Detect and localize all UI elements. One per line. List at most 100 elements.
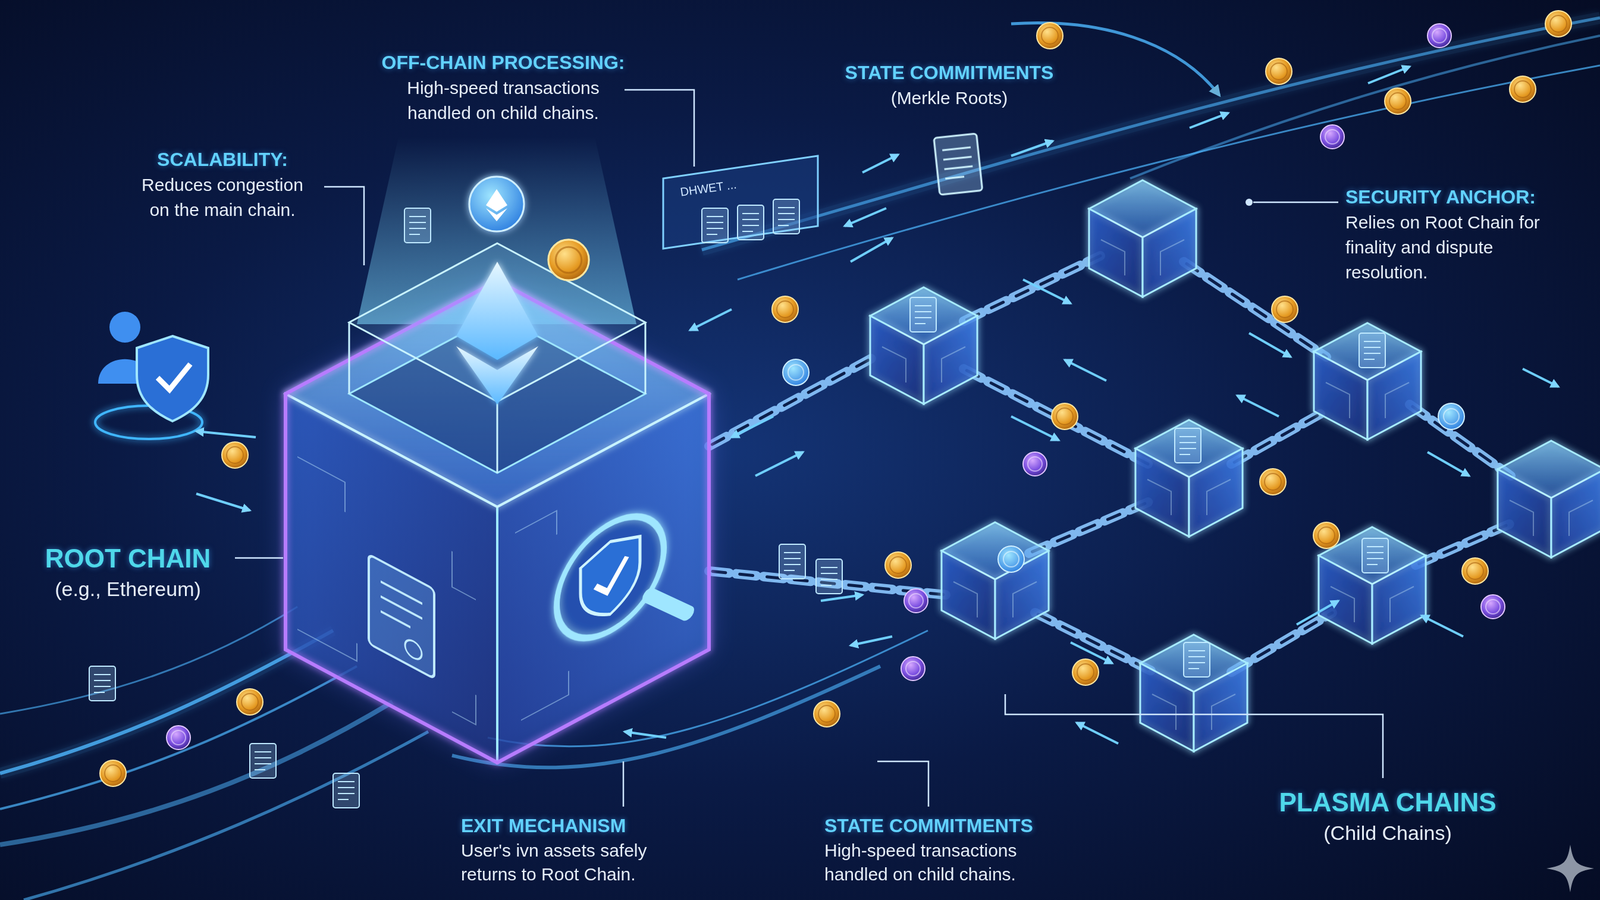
data-streams-part [0,701,393,845]
chain-links-part [1231,410,1327,464]
chain-links-part [1231,410,1327,464]
coins-part [1481,594,1505,619]
chain-subtitle: (Child Chains) [1238,819,1537,846]
root-chain-cube-part [515,440,688,724]
flow-arrows-part [689,309,732,331]
child-chain-cubes-part [870,287,978,404]
coins-part [1051,403,1078,430]
floating-icons-part [469,176,525,232]
root-chain-cube-part-part [521,670,569,721]
flow-arrows-part [1011,140,1053,156]
root-chain-cube-part-part [456,261,539,360]
flow-arrows-part [624,731,667,738]
floating-icons-part [737,205,764,240]
child-chain-cubes-part [1140,634,1248,752]
floating-icons-part [779,544,806,579]
floating-icons [89,133,983,808]
floating-icons-part-part [548,239,589,281]
coins-part [885,551,912,579]
coins-part [1438,403,1465,430]
coins-part [166,725,191,750]
leader-bracket [1005,694,1383,778]
root-chain-cube-part-part [595,556,627,599]
root-chain-cube-part [368,554,435,679]
coins-part [1462,557,1489,585]
callout-heading: OFF-CHAIN PROCESSING: [336,50,670,76]
floating-icons-part-part [942,147,971,151]
child-chain-cubes-part [1135,419,1243,537]
user-shield-icon [95,311,209,439]
chain-links-part [963,368,1148,464]
chain-links-part [963,368,1148,464]
coins-part [99,760,127,787]
floating-icons-part [249,743,276,778]
root-chain-cube-part [297,456,476,725]
flow-arrows-part [1189,113,1229,128]
coins-part [1509,76,1536,103]
data-streams-part [0,630,334,774]
flow-arrows-part [1076,722,1119,744]
coins-part [236,688,263,715]
flow-arrows-part [862,154,899,173]
root-chain-cube-part-part [405,637,422,663]
chain-links-part [708,356,875,447]
floating-icons-part [816,559,843,594]
chain-links-part [708,356,875,447]
user-shield-icon-part [157,364,191,390]
flow-arrows-part [1368,66,1410,84]
cube-documents-part [910,297,937,332]
floating-icons-part-part [944,165,974,169]
floating-icons-part [701,208,729,243]
callout-body: (Merkle Roots) [806,86,1093,110]
callout-heading: EXIT MECHANISM [460,813,735,839]
root-chain-cube-part-part [452,551,476,600]
root-chain-cube-part-part [297,456,345,513]
child-chain-cubes-part [1089,180,1197,297]
callout-body: Reduces congestion on the main chain. [136,172,309,223]
leader-line [234,557,284,560]
chain-subtitle: (e.g., Ethereum) [23,575,232,602]
coins-part [1320,124,1345,149]
root-chain-cube-part-part [452,682,476,725]
child-chain-cubes-part [941,522,1049,639]
coins-part [1384,88,1411,115]
flow-arrows-part [196,431,256,438]
chain-links-part [1415,523,1511,566]
cube-documents-part [1362,538,1389,573]
child-chain-cubes-part [1313,322,1421,440]
user-shield-icon-part [109,311,141,343]
flow-arrows-part [1522,368,1559,387]
panel-text: DHWET ... [679,167,800,200]
data-streams [0,17,1600,900]
root-chain-cube-part-part [456,346,539,405]
callout-body: User's ivn assets safely returns to Root… [460,838,687,887]
leader-line [324,186,365,266]
flow-arrows-part [820,594,863,601]
flow-arrows-part [1023,279,1071,304]
coins-part [1072,659,1099,686]
flow-arrows-part [1427,452,1470,476]
coins-part [901,656,925,681]
cube-documents-part [1183,642,1210,677]
chain-title: PLASMA CHAINS [1238,785,1537,820]
flow-arrows-part [844,208,887,227]
coins-part [904,588,928,613]
flow-arrows-part [1070,642,1113,664]
floating-icons-part [89,666,116,701]
floating-icons-part [933,133,983,195]
leader-dot [1245,198,1253,206]
root-chain-cube-part [456,261,539,405]
coins-part [1313,522,1340,549]
flow-arrows-part [1421,615,1464,637]
data-streams-part [0,666,357,809]
callout-heading: SCALABILITY: [115,147,330,173]
floating-icons-part [548,239,589,281]
coins [99,10,1572,787]
leader-line [1253,201,1339,204]
cube-documents-part [1359,333,1386,368]
cube-documents [910,297,1389,677]
floating-icons-part [404,208,431,243]
child-chain-cubes-part [1497,440,1600,558]
